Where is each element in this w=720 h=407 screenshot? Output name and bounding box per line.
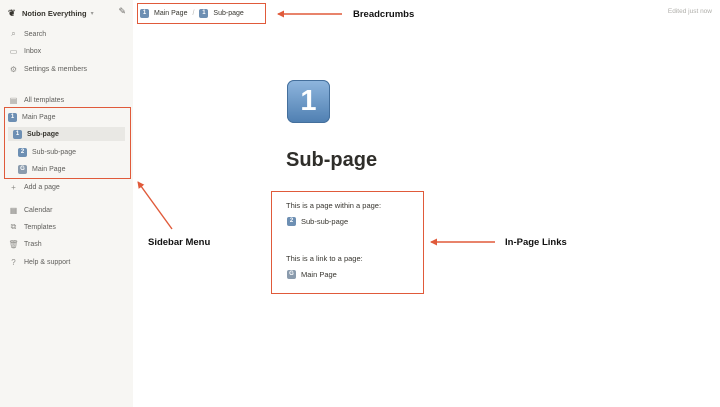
- page-number-icon: 2: [18, 147, 27, 157]
- body-text-line1: This is a page within a page:: [286, 201, 382, 210]
- page-number-icon: 1: [199, 8, 209, 18]
- templates-stack-icon: ▤: [9, 95, 18, 105]
- inline-link-sub-sub-page[interactable]: 2 Sub-sub-page: [287, 217, 348, 226]
- body-text-line2: This is a link to a page:: [286, 254, 363, 263]
- sidebar: ❦ Notion Everything ▾ ✎ ⌕ Search ▭ Inbox…: [0, 0, 133, 407]
- sidebar-page-sub[interactable]: 1 Sub-page: [8, 127, 125, 141]
- notion-logo-icon: ❦: [8, 8, 16, 18]
- sidebar-item-label: Main Page: [32, 165, 66, 173]
- annotation-box-links: [271, 191, 424, 294]
- workspace-switcher[interactable]: ❦ Notion Everything ▾ ✎: [8, 6, 126, 20]
- page-number-icon: 1: [140, 8, 149, 18]
- page-title[interactable]: Sub-page: [286, 149, 378, 171]
- sidebar-item-label: Templates: [24, 223, 56, 231]
- breadcrumb-sub-page[interactable]: Sub-page: [213, 9, 244, 17]
- help-icon: ?: [11, 257, 16, 267]
- templates-icon: ⧉: [10, 222, 17, 231]
- sidebar-item-label: Main Page: [22, 113, 56, 121]
- page-number-icon: 1: [8, 112, 17, 122]
- calendar-icon: ▦: [9, 205, 18, 215]
- annotation-box-breadcrumbs: [137, 3, 266, 24]
- plus-icon: +: [11, 182, 16, 192]
- sidebar-settings[interactable]: ⚙ Settings & members: [8, 62, 87, 76]
- breadcrumb: 1 Main Page / 1 Sub-page: [140, 5, 244, 21]
- sidebar-item-label: Sub-sub-page: [32, 148, 76, 156]
- sidebar-item-label: Settings & members: [24, 65, 88, 73]
- sidebar-search[interactable]: ⌕ Search: [8, 27, 46, 41]
- inbox-icon: ▭: [9, 46, 18, 56]
- sidebar-item-label: Search: [24, 30, 47, 38]
- sidebar-add-page[interactable]: + Add a page: [8, 180, 60, 194]
- link-label: Main Page: [301, 270, 337, 279]
- compose-icon[interactable]: ✎: [118, 6, 126, 16]
- page-number-icon: 1: [13, 129, 22, 139]
- page-emoji-icon[interactable]: 1: [287, 80, 330, 123]
- workspace-name: Notion Everything: [22, 8, 87, 18]
- search-icon: ⌕: [11, 29, 16, 38]
- chevron-down-icon: ▾: [90, 10, 94, 17]
- sidebar-item-label: Help & support: [24, 258, 71, 266]
- breadcrumb-separator: /: [192, 9, 195, 17]
- link-label: Sub-sub-page: [301, 217, 349, 226]
- trash-icon: 🗑: [8, 239, 19, 249]
- sidebar-item-label: Sub-page: [27, 130, 59, 138]
- page-number-icon: 2: [287, 217, 296, 226]
- edited-status: Edited just now: [667, 8, 712, 15]
- annotation-box-sidebar: [4, 107, 131, 179]
- sidebar-page-main[interactable]: 1 Main Page: [8, 110, 55, 124]
- sidebar-page-main-link[interactable]: G Main Page: [18, 162, 65, 176]
- inline-link-main-page[interactable]: G Main Page: [287, 270, 337, 279]
- arrow-sidebar: [137, 181, 173, 230]
- sidebar-item-label: Add a page: [24, 183, 60, 191]
- gear-icon: ⚙: [9, 64, 18, 74]
- annotation-label-sidebar: Sidebar Menu: [148, 237, 211, 248]
- sidebar-templates[interactable]: ⧉ Templates: [8, 220, 56, 234]
- sidebar-all-templates[interactable]: ▤ All templates: [8, 93, 64, 107]
- page-link-icon: G: [287, 270, 296, 279]
- annotation-label-links: In-Page Links: [505, 237, 567, 248]
- sidebar-trash[interactable]: 🗑 Trash: [8, 237, 42, 251]
- page-link-icon: G: [18, 164, 27, 174]
- sidebar-item-label: Inbox: [24, 47, 42, 55]
- sidebar-help[interactable]: ? Help & support: [8, 255, 70, 269]
- sidebar-page-subsub[interactable]: 2 Sub-sub-page: [18, 145, 76, 159]
- sidebar-item-label: Calendar: [24, 206, 53, 214]
- annotation-label-breadcrumbs: Breadcrumbs: [353, 9, 415, 20]
- sidebar-item-label: All templates: [24, 96, 65, 104]
- breadcrumb-main-page[interactable]: Main Page: [154, 9, 188, 17]
- sidebar-inbox[interactable]: ▭ Inbox: [8, 44, 41, 58]
- sidebar-calendar[interactable]: ▦ Calendar: [8, 203, 53, 217]
- sidebar-item-label: Trash: [24, 240, 42, 248]
